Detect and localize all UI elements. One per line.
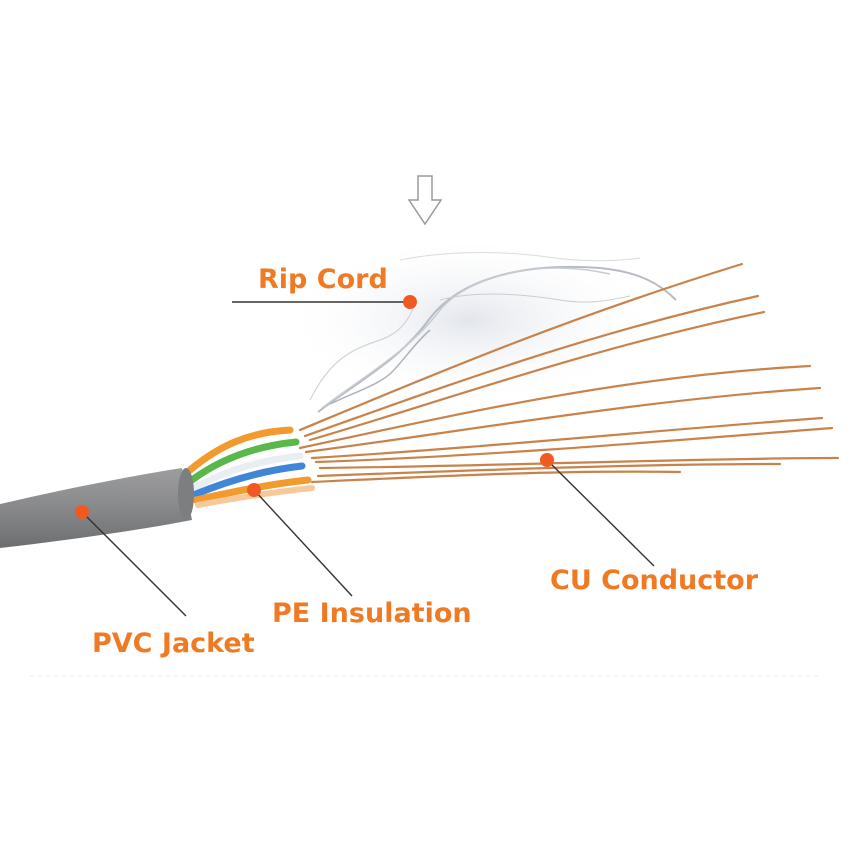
pvc-jacket-cable [0, 468, 194, 548]
pvc-jacket-marker [75, 505, 89, 519]
pvc-jacket-leader [81, 511, 187, 617]
pvc-jacket-label: PVC Jacket [92, 628, 255, 659]
rip-cord-label: Rip Cord [258, 264, 388, 295]
pe-insulation-leader [253, 489, 353, 597]
down-arrow-icon [407, 175, 443, 226]
cu-conductor-marker [540, 453, 554, 467]
pe-insulation-marker [247, 483, 261, 497]
cu-conductor-leader [546, 459, 655, 567]
pe-insulation-label: PE Insulation [272, 598, 472, 629]
rip-cord-marker [403, 295, 417, 309]
marker-dots [75, 295, 554, 519]
copper-strands [298, 262, 840, 484]
leader-lines [81, 301, 655, 617]
cu-conductor-label: CU Conductor [550, 565, 759, 596]
